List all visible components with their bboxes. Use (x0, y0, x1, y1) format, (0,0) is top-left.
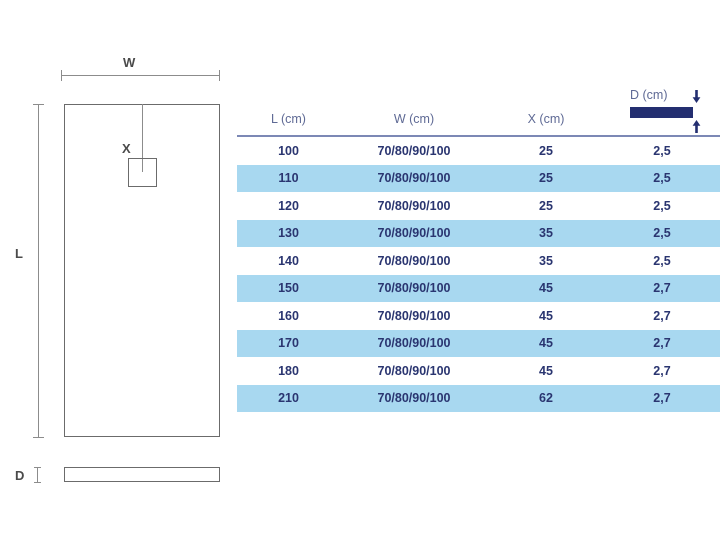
d-column-header-graphic: D (cm) (630, 88, 720, 134)
cell-x: 45 (539, 336, 553, 351)
cell-w: 70/80/90/100 (377, 143, 451, 158)
cell-d: 2,7 (653, 281, 671, 296)
cell-l: 140 (278, 253, 299, 268)
cell-x: 25 (539, 198, 553, 213)
dimensions-table: L (cm) W (cm) X (cm) 100 70/80/90/100 25 2,… (237, 112, 720, 412)
table-header-row: L (cm) W (cm) X (cm) (237, 112, 720, 136)
x-dimension-label: X (122, 141, 131, 156)
column-header-x: X (cm) (527, 112, 565, 126)
cell-w: 70/80/90/100 (377, 171, 451, 186)
cell-x: 45 (539, 308, 553, 323)
column-header-d (604, 112, 720, 136)
table-row: 100 70/80/90/100 25 2,5 (237, 136, 720, 165)
d-dimension-tick-bottom (34, 482, 41, 483)
l-dimension-tick-bottom (33, 437, 44, 438)
w-dimension-tick-left (61, 70, 62, 81)
l-dimension-line (38, 104, 39, 437)
cell-x: 35 (539, 253, 553, 268)
cell-l: 210 (278, 391, 299, 406)
cell-w: 70/80/90/100 (377, 336, 451, 351)
cell-l: 130 (278, 226, 299, 241)
l-dimension-label: L (15, 246, 23, 261)
table-row: 160 70/80/90/100 45 2,7 (237, 302, 720, 330)
w-dimension-label: W (123, 55, 136, 70)
cell-d: 2,7 (653, 391, 671, 406)
table-row: 110 70/80/90/100 25 2,5 (237, 164, 720, 192)
table-row: 170 70/80/90/100 45 2,7 (237, 329, 720, 357)
cell-d: 2,5 (653, 171, 671, 186)
cell-d: 2,5 (653, 198, 671, 213)
table-row: 210 70/80/90/100 62 2,7 (237, 384, 720, 412)
cell-w: 70/80/90/100 (377, 308, 451, 323)
table-row: 150 70/80/90/100 45 2,7 (237, 274, 720, 302)
l-dimension-tick-top (33, 104, 44, 105)
cell-l: 100 (278, 143, 299, 158)
drain-square-icon (128, 158, 157, 187)
x-dimension-line (142, 104, 143, 172)
cell-w: 70/80/90/100 (377, 363, 451, 378)
cell-w: 70/80/90/100 (377, 391, 451, 406)
cell-w: 70/80/90/100 (377, 198, 451, 213)
table-body: 100 70/80/90/100 25 2,5 110 70/80/90/100 25 2,5… (237, 136, 720, 412)
cell-d: 2,7 (653, 308, 671, 323)
thickness-bar-icon (630, 107, 693, 118)
cell-w: 70/80/90/100 (377, 253, 451, 268)
cell-d: 2,7 (653, 336, 671, 351)
d-dimension-label: D (15, 468, 25, 483)
cell-d: 2,5 (653, 226, 671, 241)
shower-tray-side-profile (64, 467, 220, 482)
technical-drawing: W L X D (0, 0, 236, 540)
cell-d: 2,7 (653, 363, 671, 378)
d-dimension-tick-top (34, 467, 41, 468)
column-header-l: L (cm) (271, 112, 306, 126)
cell-l: 170 (278, 336, 299, 351)
cell-x: 62 (539, 391, 553, 406)
table-row: 140 70/80/90/100 35 2,5 (237, 247, 720, 275)
cell-d: 2,5 (653, 143, 671, 158)
cell-l: 120 (278, 198, 299, 213)
cell-x: 45 (539, 363, 553, 378)
cell-x: 25 (539, 171, 553, 186)
table-row: 120 70/80/90/100 25 2,5 (237, 192, 720, 220)
d-dimension-line (37, 467, 38, 482)
cell-w: 70/80/90/100 (377, 226, 451, 241)
cell-w: 70/80/90/100 (377, 281, 451, 296)
w-dimension-line (61, 75, 220, 76)
column-header-w: W (cm) (393, 112, 435, 126)
cell-x: 45 (539, 281, 553, 296)
w-dimension-tick-right (219, 70, 220, 81)
cell-x: 25 (539, 143, 553, 158)
cell-d: 2,5 (653, 253, 671, 268)
table-row: 180 70/80/90/100 45 2,7 (237, 357, 720, 385)
d-column-header-label: D (cm) (630, 88, 668, 102)
cell-l: 160 (278, 308, 299, 323)
cell-l: 150 (278, 281, 299, 296)
specification-table-panel: D (cm) L (cm) W (cm) X (cm) 100 70/80/90/… (237, 0, 720, 540)
cell-x: 35 (539, 226, 553, 241)
cell-l: 180 (278, 363, 299, 378)
table-row: 130 70/80/90/100 35 2,5 (237, 219, 720, 247)
cell-l: 110 (278, 171, 299, 186)
